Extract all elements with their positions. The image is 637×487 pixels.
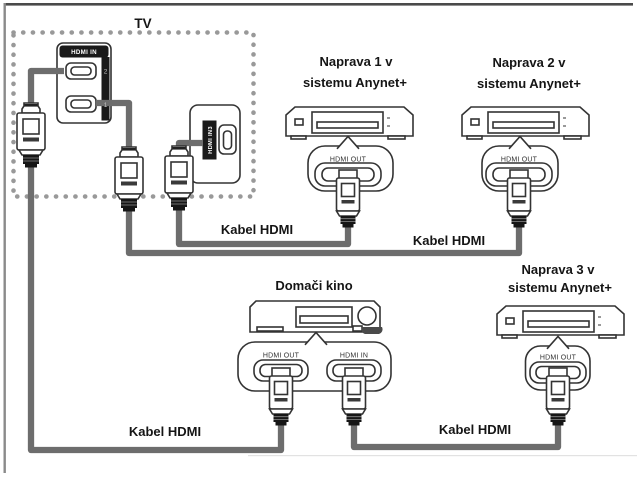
cable-tv-to-device-1	[175, 139, 352, 248]
cable-home-theater-to-device-3	[350, 421, 562, 451]
device-3-port-label: HDMI OUT	[540, 355, 577, 362]
home-theater-name: Domači kino	[275, 278, 352, 293]
home-theater-out-label: HDMI OUT	[263, 353, 300, 360]
device-2-name-line2: sistemu Anynet+	[477, 76, 581, 91]
home-theater-unit	[249, 300, 384, 335]
device-2-name-line1: Naprava 2 v	[493, 55, 567, 70]
device-3-name-line2: sistemu Anynet+	[508, 280, 612, 295]
cable-label-2: Kabel HDMI	[413, 233, 485, 248]
cable-label-1: Kabel HDMI	[221, 222, 293, 237]
device-1-port-label: HDMI OUT	[330, 157, 367, 164]
home-theater-in-plug	[341, 367, 367, 427]
device-3-name-line1: Naprava 3 v	[522, 262, 596, 277]
home-theater-ports-pod	[237, 331, 392, 392]
device-1-hdmi-out-pod	[307, 135, 394, 192]
device-3-plug	[545, 367, 571, 427]
frame-top-line	[4, 3, 633, 6]
frame-left-line	[3, 3, 6, 473]
tv-label: TV	[134, 16, 151, 31]
tv-side-panel	[189, 104, 241, 184]
hdmi-plug-left	[16, 102, 46, 169]
home-theater-out-plug	[268, 367, 294, 427]
device-1-name-line1: Naprava 1 v	[320, 54, 394, 69]
device-3-player	[496, 305, 625, 339]
cable-tv-to-device-2	[96, 99, 523, 257]
hdmi-plug-middle	[114, 146, 144, 213]
device-1-player	[285, 106, 414, 140]
device-2-player	[461, 106, 590, 140]
device-2-port-label: HDMI OUT	[501, 157, 538, 164]
cable-label-4: Kabel HDMI	[439, 422, 511, 437]
device-1-plug	[335, 169, 361, 229]
cable-tv-to-home-theater	[27, 67, 285, 454]
port-number-2: 2	[104, 69, 108, 76]
tv-side-panel-label: HDMI IN3	[208, 126, 214, 154]
tv-back-panel-header: HDMI IN	[71, 49, 97, 56]
cable-label-3: Kabel HDMI	[129, 424, 201, 439]
port-number-1: 1	[104, 102, 108, 109]
frame-faint-bottom-line	[248, 455, 637, 457]
hdmi-plug-side	[164, 145, 194, 212]
device-2-plug	[506, 169, 532, 229]
device-1-name-line2: sistemu Anynet+	[303, 75, 407, 90]
home-theater-in-label: HDMI IN	[340, 353, 368, 360]
